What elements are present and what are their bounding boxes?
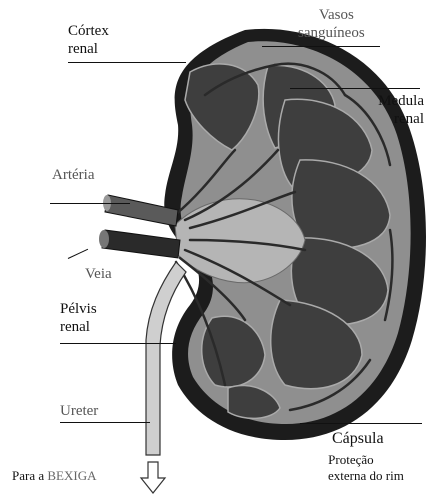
label-medula-line1: Medula bbox=[362, 92, 424, 110]
label-capsula: Cápsula bbox=[332, 430, 384, 448]
label-medula-line2: renal bbox=[362, 110, 424, 128]
leader-ureter bbox=[60, 422, 150, 423]
leader-vasos bbox=[262, 46, 380, 47]
label-medula: Medula renal bbox=[362, 92, 424, 128]
label-ureter: Ureter bbox=[60, 402, 98, 420]
label-bexiga-prefix: Para a bbox=[12, 468, 44, 483]
label-cortex: Córtex renal bbox=[68, 22, 109, 58]
label-vasos-line1: Vasos bbox=[298, 6, 365, 24]
leader-pelvis bbox=[60, 343, 176, 344]
label-protecao-line1: Proteção bbox=[328, 452, 404, 468]
label-veia: Veia bbox=[85, 265, 112, 283]
leader-cortex bbox=[68, 62, 186, 63]
leader-arteria bbox=[50, 203, 130, 204]
renal-vein bbox=[102, 230, 180, 258]
label-pelvis-line1: Pélvis bbox=[60, 300, 97, 318]
leader-medula bbox=[290, 88, 420, 89]
label-vasos: Vasos sanguíneos bbox=[298, 6, 365, 42]
label-cortex-line1: Córtex bbox=[68, 22, 109, 40]
label-protecao-line2: externa do rim bbox=[328, 468, 404, 484]
down-arrow-icon bbox=[141, 462, 165, 493]
label-bexiga-name: BEXIGA bbox=[47, 468, 96, 483]
label-vasos-line2: sanguíneos bbox=[298, 24, 365, 42]
label-protecao: Proteção externa do rim bbox=[328, 452, 404, 484]
leader-capsula bbox=[300, 423, 422, 424]
label-arteria: Artéria bbox=[52, 166, 94, 184]
label-bexiga: Para a BEXIGA bbox=[12, 468, 96, 484]
label-pelvis: Pélvis renal bbox=[60, 300, 97, 336]
vein-opening bbox=[99, 230, 109, 248]
label-cortex-line2: renal bbox=[68, 40, 109, 58]
label-pelvis-line2: renal bbox=[60, 318, 97, 336]
